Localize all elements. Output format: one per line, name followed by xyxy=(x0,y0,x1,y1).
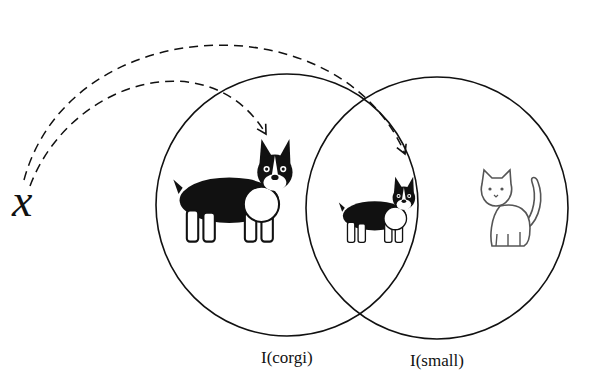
set-label: I(corgi) xyxy=(261,349,313,368)
circle-outline xyxy=(305,76,569,340)
corgi-large xyxy=(173,139,292,242)
set-circle: I(corgi) xyxy=(155,73,419,337)
set-circle: I(small) xyxy=(305,76,569,340)
variable-label: x xyxy=(12,178,32,224)
circle-outline xyxy=(306,77,568,339)
dashed-arrow xyxy=(30,81,266,186)
cat xyxy=(481,170,540,246)
corgi-small xyxy=(339,177,415,243)
circle-outline xyxy=(155,73,419,337)
set-label: I(small) xyxy=(410,352,464,371)
circle-outline xyxy=(156,74,418,336)
